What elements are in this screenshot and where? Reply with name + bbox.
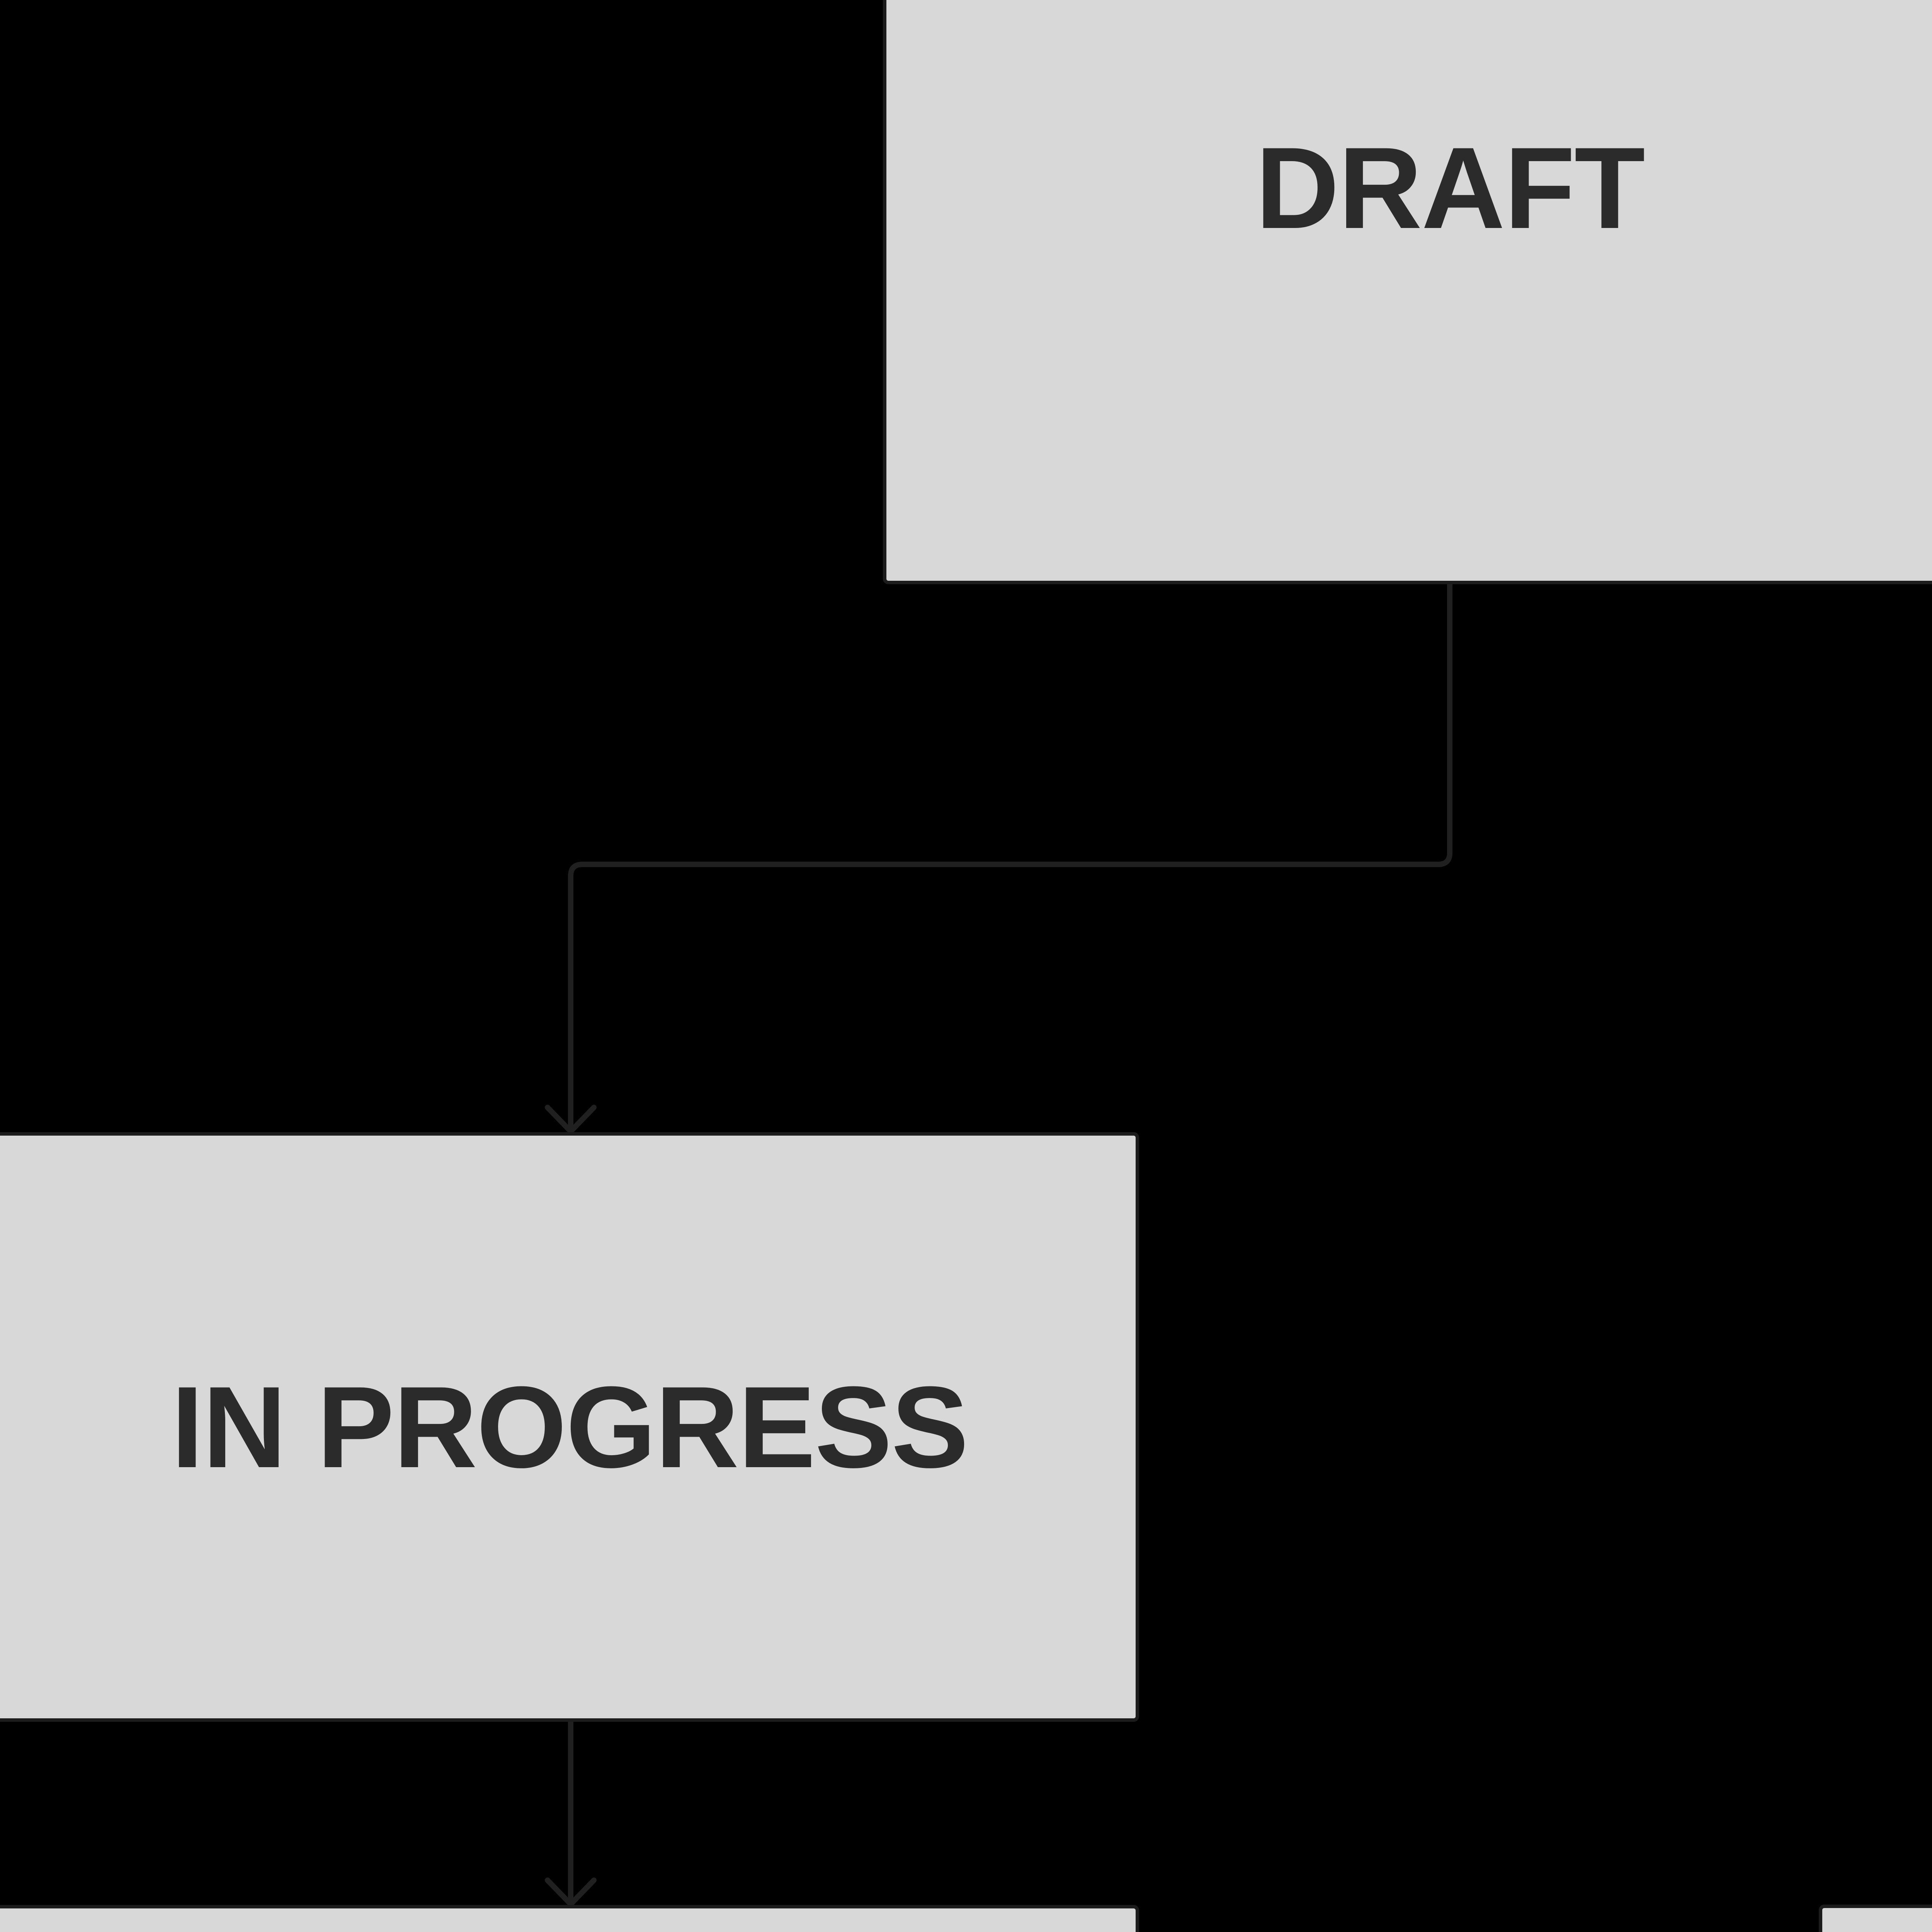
- edge-draft-to-in-progress: [568, 582, 1452, 1135]
- state-node-cancelled[interactable]: CANCELLED: [1819, 1905, 1932, 1932]
- state-node-in-progress[interactable]: IN PROGRESS: [0, 1132, 1139, 1722]
- state-label-in-progress: IN PROGRESS: [171, 1362, 969, 1492]
- state-node-draft[interactable]: DRAFT: [883, 0, 1932, 584]
- arrowhead-in-progress: [545, 1105, 597, 1134]
- arrowhead-finished: [545, 1878, 597, 1907]
- state-node-finished[interactable]: FINISHED: [0, 1905, 1139, 1932]
- state-label-draft: DRAFT: [1255, 123, 1645, 253]
